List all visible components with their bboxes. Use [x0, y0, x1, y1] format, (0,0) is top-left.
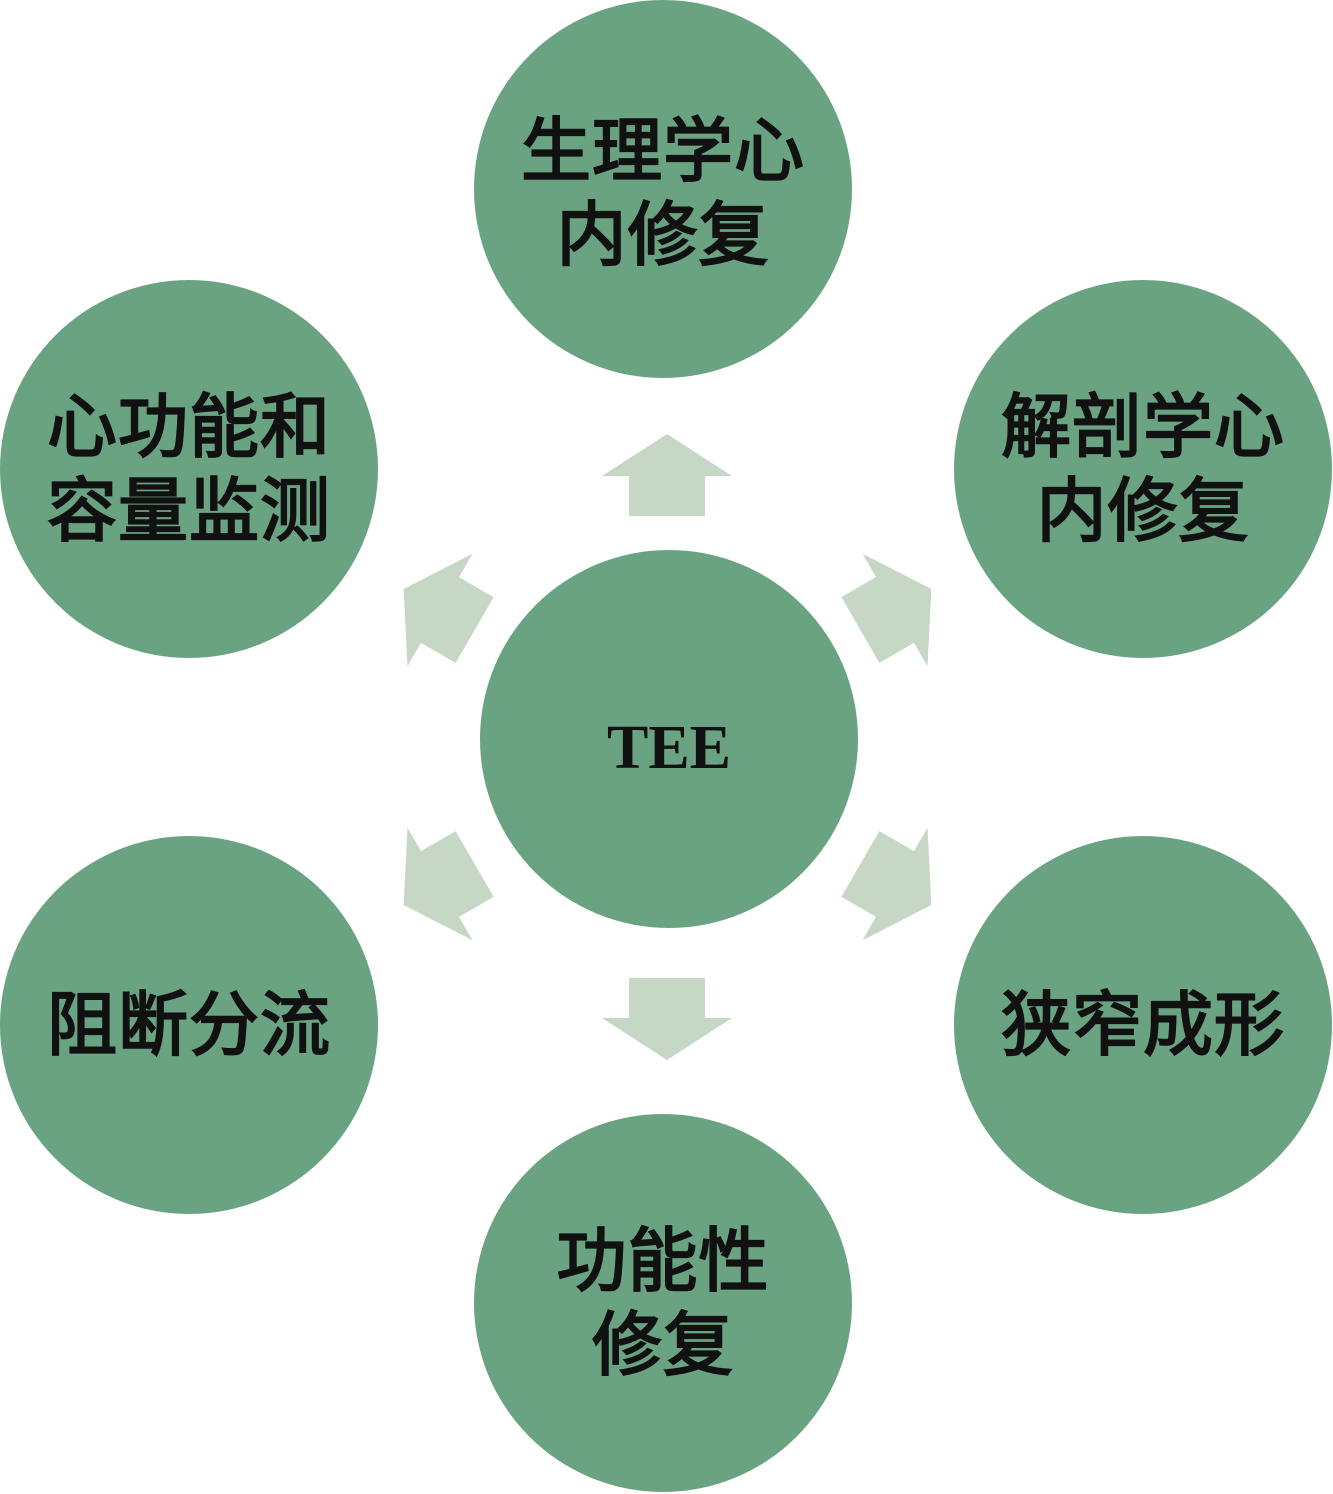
node-label: 生理学心 内修复: [521, 109, 805, 277]
node-cardiac-function-monitoring: 心功能和 容量监测: [0, 280, 378, 658]
node-label: 狭窄成形: [1001, 983, 1285, 1067]
node-anatomical-repair: 解剖学心 内修复: [954, 280, 1332, 658]
node-label-line: 容量监测: [47, 469, 331, 552]
node-stenosis-plasty: 狭窄成形: [954, 836, 1332, 1214]
node-label-line: 修复: [592, 1303, 734, 1386]
center-node-label: TEE: [606, 713, 732, 782]
node-functional-repair: 功能性 修复: [474, 1114, 852, 1492]
arrow-down: [602, 978, 732, 1060]
node-label-line: 功能性: [556, 1219, 770, 1302]
node-label: 功能性 修复: [557, 1219, 770, 1387]
node-label: 心功能和 容量监测: [47, 385, 331, 553]
node-label-line: 心功能和: [47, 385, 331, 468]
node-label: 阻断分流: [47, 983, 331, 1067]
node-label-line: 解剖学心: [1001, 385, 1285, 468]
arrow-up: [602, 434, 732, 516]
node-label-line: 阻断分流: [47, 983, 331, 1066]
arrow-up-right: [841, 553, 932, 667]
center-node-tee: TEE: [480, 550, 858, 928]
arrow-down-right: [841, 827, 932, 941]
node-label-line: 生理学心: [521, 109, 805, 192]
node-label: 解剖学心 内修复: [1001, 385, 1285, 553]
arrow-up-left: [403, 553, 494, 667]
node-label-line: 狭窄成形: [1001, 983, 1285, 1066]
node-shunt-occlusion: 阻断分流: [0, 836, 378, 1214]
node-physiological-repair: 生理学心 内修复: [474, 0, 852, 378]
node-label-line: 内修复: [1036, 469, 1250, 552]
arrow-down-left: [403, 827, 494, 941]
node-label-line: 内修复: [556, 193, 770, 276]
